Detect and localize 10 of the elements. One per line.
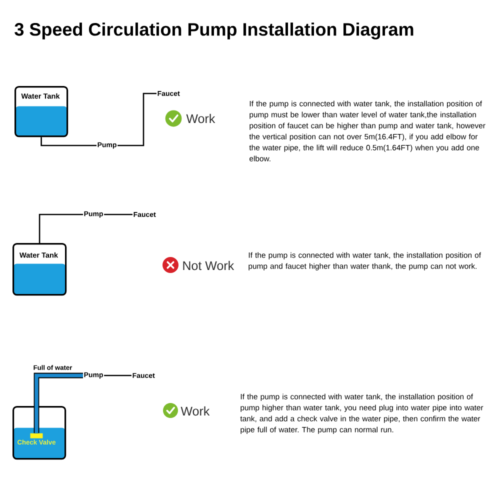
pipe (118, 92, 156, 146)
pipe (38, 214, 83, 243)
pipe (40, 137, 96, 146)
pipe (104, 374, 132, 376)
status-label: Work (180, 406, 210, 416)
status-label: Not Work (183, 260, 234, 270)
water-pipe (34, 372, 83, 434)
pipe (104, 214, 132, 216)
status-label: Work (186, 114, 216, 124)
title: 3 Speed Circulation Pump Installation Diagram (14, 22, 414, 40)
